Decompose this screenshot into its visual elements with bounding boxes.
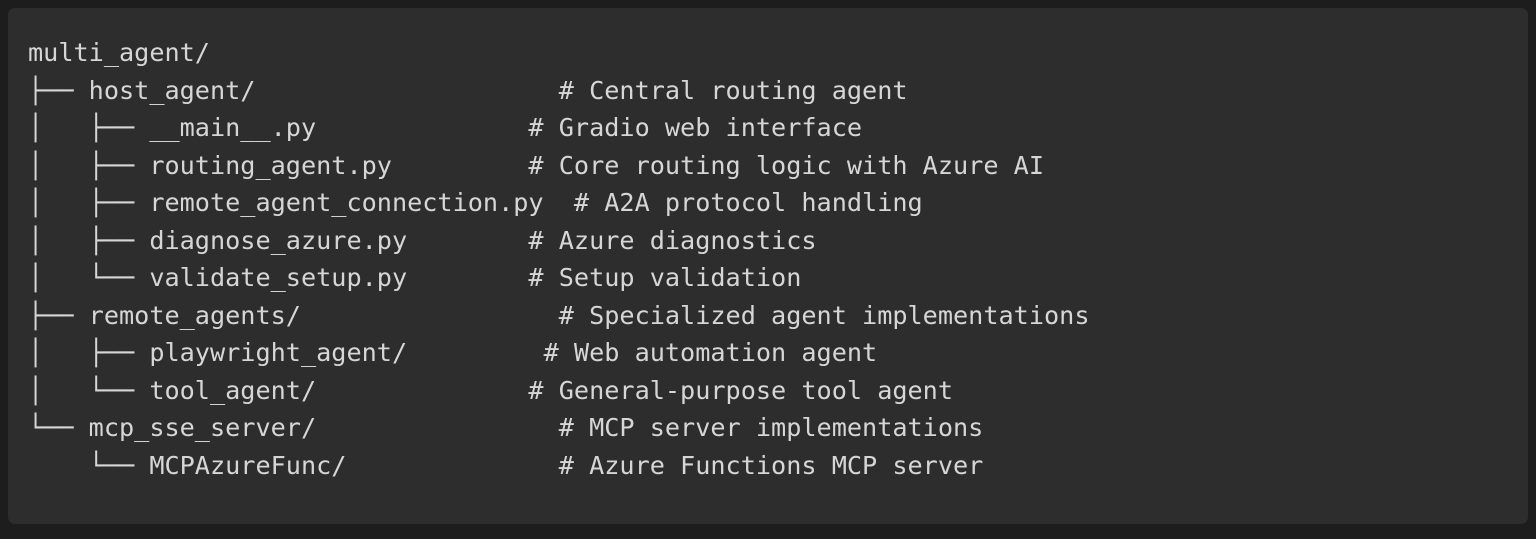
tree-line: │ └── validate_setup.py # Setup validati…: [28, 263, 802, 292]
tree-line: │ └── tool_agent/ # General-purpose tool…: [28, 375, 954, 405]
code-block-panel: multi_agent/ ├── host_agent/ # Central ro…: [8, 8, 1528, 524]
tree-line: └── MCPAzureFunc/ # Azure Functions MCP …: [28, 450, 984, 480]
tree-line: │ ├── diagnose_azure.py # Azure diagnost…: [28, 225, 817, 255]
tree-line: │ ├── remote_agent_connection.py # A2A p…: [28, 188, 923, 217]
tree-line: multi_agent/: [28, 38, 210, 67]
tree-line: │ ├── __main__.py # Gradio web interface: [28, 113, 863, 142]
tree-line: └── mcp_sse_server/ # MCP server impleme…: [28, 413, 984, 442]
tree-line: ├── remote_agents/ # Specialized agent i…: [28, 300, 1090, 330]
tree-line: │ ├── routing_agent.py # Core routing lo…: [28, 150, 1044, 180]
code-block-scroll-area[interactable]: multi_agent/ ├── host_agent/ # Central ro…: [8, 8, 1528, 524]
directory-tree-listing[interactable]: multi_agent/ ├── host_agent/ # Central ro…: [8, 8, 1528, 484]
tree-line: ├── host_agent/ # Central routing agent: [28, 75, 908, 105]
tree-line: │ ├── playwright_agent/ # Web automation…: [28, 338, 878, 367]
